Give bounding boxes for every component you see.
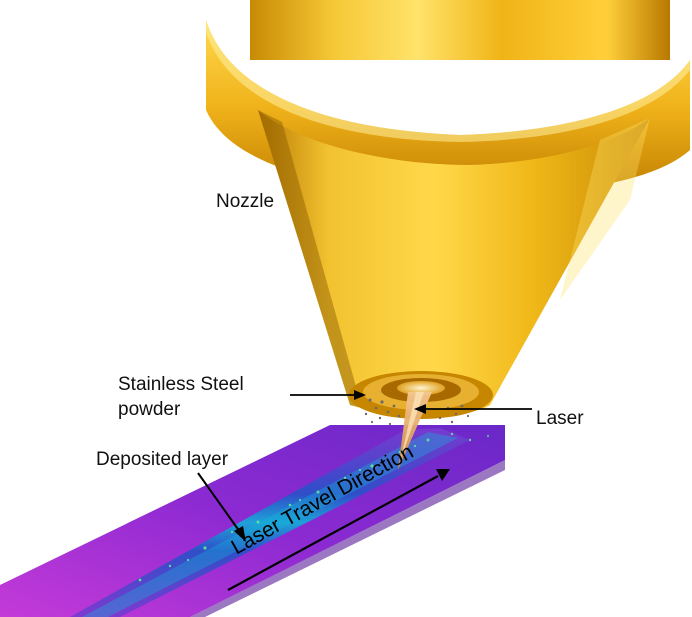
deposited-arrow-line [197,472,241,533]
laser-arrow-head [414,404,426,414]
powder-label-line1: Stainless Steel [118,374,244,395]
powder-label: Stainless Steel powder [118,372,244,422]
deposited-track-shape [70,428,489,617]
powder-label-line2: powder [118,399,181,420]
deposited-arrow-head [234,526,246,542]
laser-label: Laser [536,408,584,429]
travel-arrow-line [227,475,439,591]
annotation-arrows [197,390,532,591]
travel-arrow-head [436,469,450,481]
powder-arrow-head [354,390,366,400]
nozzle-label: Nozzle [216,191,275,212]
nozzle-shape [206,0,690,419]
deposited-layer-label: Deposited layer [96,449,229,470]
